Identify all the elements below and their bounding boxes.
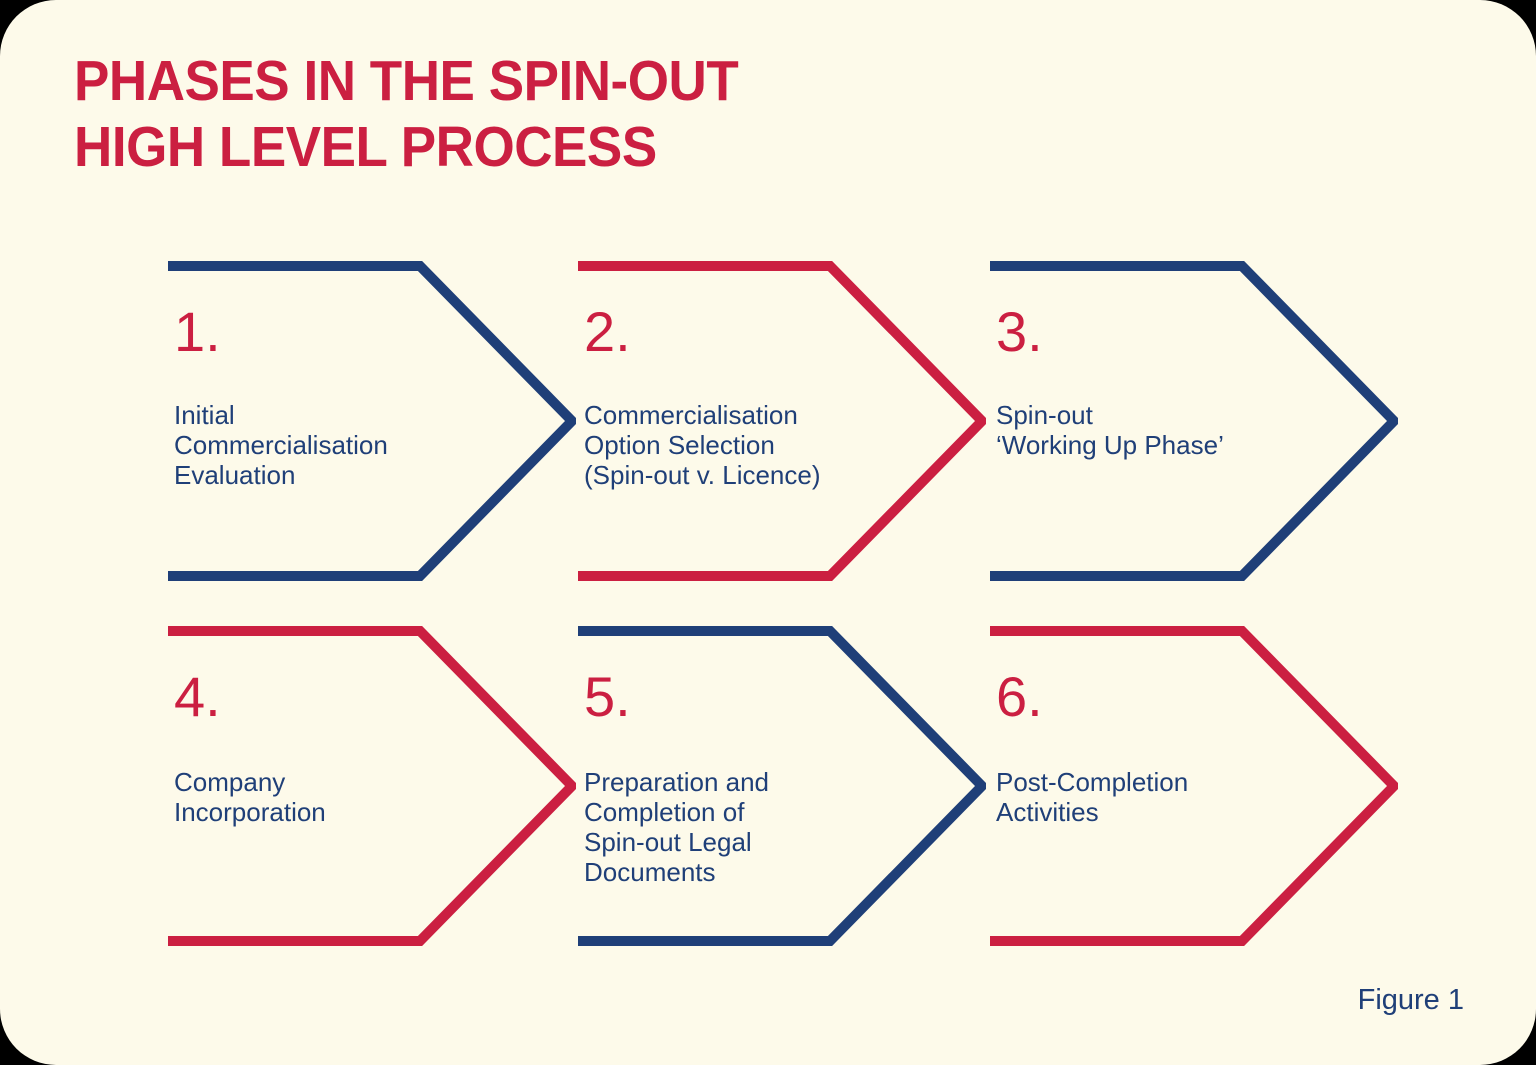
step-label-5: Preparation and Completion of Spin-out L…: [584, 767, 770, 887]
step-number-6: 6.: [996, 665, 1043, 728]
step-number-3: 3.: [996, 300, 1043, 363]
step-number-5: 5.: [584, 665, 631, 728]
process-step-5[interactable]: 5. Preparation and Completion of Spin-ou…: [574, 621, 986, 951]
figure-caption: Figure 1: [1357, 984, 1464, 1016]
step-number-4: 4.: [174, 665, 221, 728]
step-label-6: Post-Completion Activities: [996, 767, 1189, 827]
step-label-4: Company Incorporation: [174, 767, 326, 827]
process-step-2[interactable]: 2. Commercialisation Option Selection (S…: [574, 256, 986, 586]
process-step-4[interactable]: 4. Company Incorporation: [164, 621, 576, 951]
step-content-2: 2. Commercialisation Option Selection (S…: [574, 256, 986, 586]
step-content-3: 3. Spin-out ‘Working Up Phase’: [986, 256, 1398, 586]
step-label-2: Commercialisation Option Selection (Spin…: [584, 400, 821, 490]
step-content-6: 6. Post-Completion Activities: [986, 621, 1398, 951]
process-step-1[interactable]: 1. Initial Commercialisation Evaluation: [164, 256, 576, 586]
step-content-5: 5. Preparation and Completion of Spin-ou…: [574, 621, 986, 951]
step-label-3: Spin-out ‘Working Up Phase’: [996, 400, 1224, 460]
process-step-3[interactable]: 3. Spin-out ‘Working Up Phase’: [986, 256, 1398, 586]
step-number-1: 1.: [174, 300, 221, 363]
process-step-6[interactable]: 6. Post-Completion Activities: [986, 621, 1398, 951]
page-title: PHASES IN THE SPIN-OUT HIGH LEVEL PROCES…: [74, 49, 739, 179]
step-content-1: 1. Initial Commercialisation Evaluation: [164, 256, 576, 586]
step-label-1: Initial Commercialisation Evaluation: [174, 400, 388, 490]
step-number-2: 2.: [584, 300, 631, 363]
step-content-4: 4. Company Incorporation: [164, 621, 576, 951]
